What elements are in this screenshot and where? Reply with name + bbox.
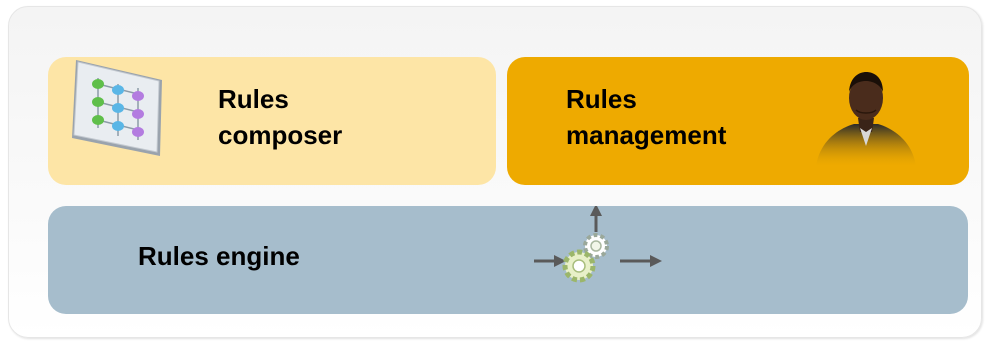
- rules-engine-label: Rules engine: [138, 241, 300, 271]
- rules-composer-label-line2: composer: [218, 120, 343, 150]
- person-portrait-icon: [816, 72, 916, 166]
- rules-engine-panel: [48, 206, 968, 314]
- gears-arrows-icon: [534, 206, 662, 283]
- rules-management-label-line2: management: [566, 120, 727, 150]
- rules-grid-icon: [72, 60, 162, 156]
- rules-management-label-line1: Rules: [566, 84, 637, 114]
- rules-composer-label-line1: Rules: [218, 84, 289, 114]
- rules-composer-label: Rules composer: [218, 81, 342, 153]
- rules-management-label: Rules management: [566, 81, 726, 153]
